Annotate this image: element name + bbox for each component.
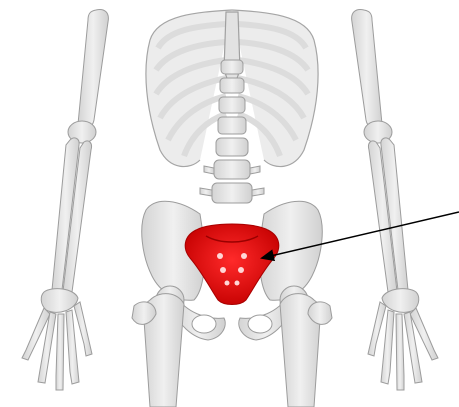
- sacral-foramen: [241, 253, 247, 259]
- right-obturator: [248, 315, 272, 333]
- sacral-foramen: [217, 253, 223, 259]
- right-wrist: [382, 289, 419, 313]
- sacral-foramen: [238, 267, 244, 273]
- left-wrist: [41, 289, 78, 313]
- right-finger-3: [396, 314, 404, 390]
- sacral-foramen: [235, 281, 240, 286]
- left-finger-4: [66, 310, 79, 384]
- sacral-foramen: [220, 267, 226, 273]
- right-arm: [352, 10, 438, 391]
- left-arm: [22, 10, 108, 391]
- left-finger-5: [74, 302, 92, 356]
- left-humerus: [78, 10, 108, 129]
- sacral-foramen: [225, 281, 230, 286]
- right-finger-4: [381, 310, 394, 384]
- right-finger-5: [368, 302, 386, 356]
- left-obturator: [192, 315, 216, 333]
- left-finger-3: [56, 314, 64, 390]
- right-humerus: [352, 10, 382, 129]
